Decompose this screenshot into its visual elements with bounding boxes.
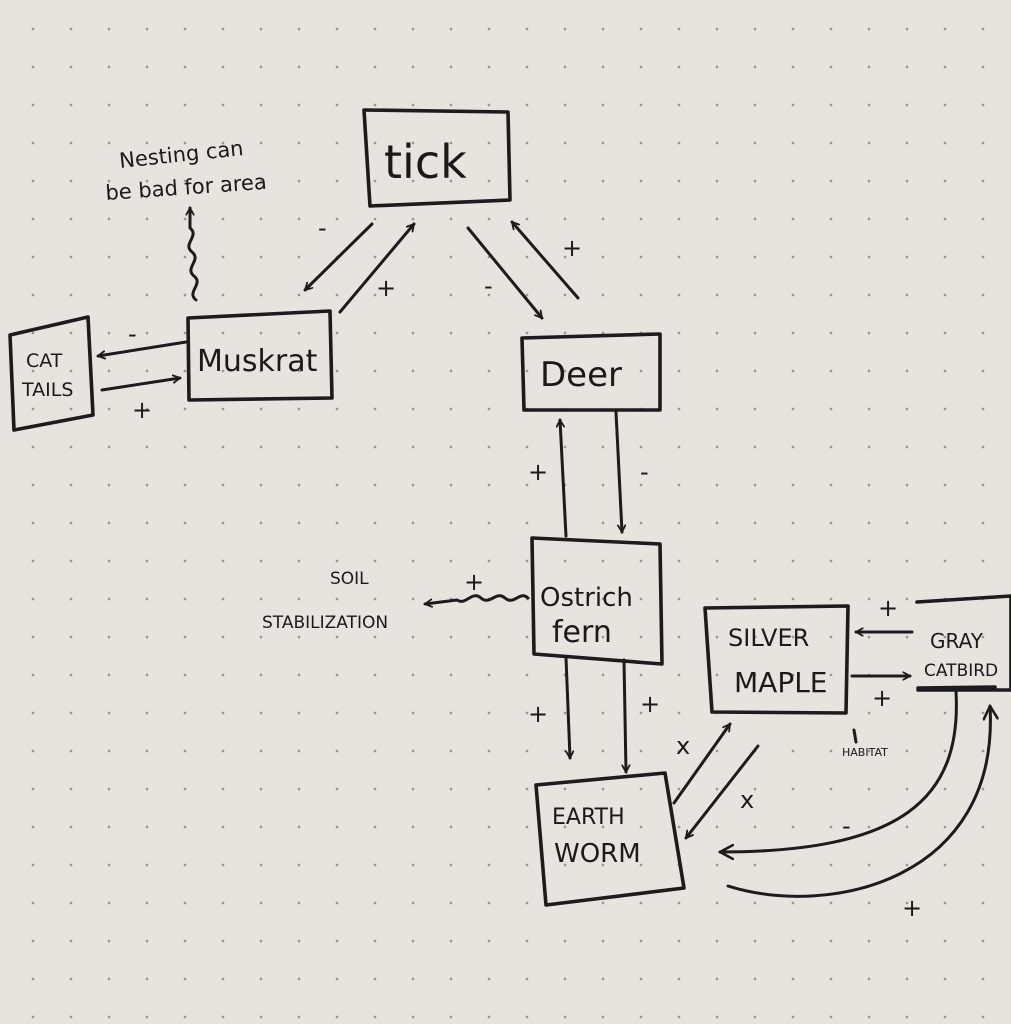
annotation-soil-line-1: SOIL <box>330 569 369 589</box>
node-gray-catbird: GRAY CATBIRD <box>915 594 1011 692</box>
edge-fern-to-earthworm-2-sign: + <box>640 690 660 718</box>
edge-muskrat-to-tick <box>338 222 416 314</box>
annotation-nesting-line-2: be bad for area <box>105 170 268 205</box>
edge-deer-to-fern <box>614 410 622 534</box>
node-muskrat-box <box>186 309 334 402</box>
edge-fern-to-deer <box>560 418 568 538</box>
node-ostrich-fern: Ostrich fern <box>530 536 664 666</box>
edge-earthworm-to-catbird-sign: + <box>902 894 922 922</box>
edge-deer-to-tick-sign: + <box>562 234 582 262</box>
node-ostrich-fern-label-1: Ostrich <box>540 583 633 613</box>
edge-maple-to-earthworm <box>684 744 760 840</box>
edge-maple-to-earthworm-sign: x <box>740 786 754 814</box>
edge-tick-to-deer <box>466 226 544 320</box>
edge-maple-to-catbird-sign: + <box>872 684 892 712</box>
node-deer-box <box>520 332 662 412</box>
nesting-squiggle-arrow <box>189 206 199 302</box>
node-silver-maple-box <box>703 604 850 715</box>
node-cattails-label-2: TAILS <box>21 379 73 401</box>
node-gray-catbird-underline <box>916 685 997 690</box>
habitat-small-arrow <box>852 728 858 744</box>
node-silver-maple-label-1: SILVER <box>728 624 809 652</box>
edge-deer-to-fern-sign: - <box>640 458 649 486</box>
edge-fern-to-earthworm-1 <box>564 656 570 760</box>
edge-earthworm-to-catbird <box>726 704 990 898</box>
node-cattails-box <box>8 315 95 432</box>
node-gray-catbird-label-1: GRAY <box>930 629 984 653</box>
edge-deer-to-tick <box>510 220 580 300</box>
node-tick-label: tick <box>384 135 467 189</box>
edge-fern-to-earthworm-2 <box>624 658 626 774</box>
node-muskrat-label: Muskrat <box>197 344 318 379</box>
edge-fern-to-earthworm-1-sign: + <box>528 700 548 728</box>
edge-fern-to-deer-sign: + <box>528 458 548 486</box>
edge-tick-to-muskrat-sign: - <box>318 214 327 242</box>
node-gray-catbird-label-2: CATBIRD <box>924 661 998 681</box>
node-ostrich-fern-label-2: fern <box>552 615 612 650</box>
node-cattails: CAT TAILS <box>8 315 95 432</box>
node-gray-catbird-box <box>915 594 1011 692</box>
node-earthworm: EARTH WORM <box>534 771 686 907</box>
edge-earthworm-to-maple <box>672 722 732 805</box>
node-cattails-label-1: CAT <box>26 350 63 372</box>
edge-muskrat-to-cattails <box>96 340 188 356</box>
node-silver-maple: SILVER MAPLE <box>703 604 850 715</box>
edge-muskrat-to-tick-sign: + <box>376 274 396 302</box>
node-tick: tick <box>362 108 512 208</box>
edge-fern-to-soil-stabilization <box>423 594 530 604</box>
edge-fern-to-soil-sign: + <box>464 568 484 596</box>
edge-cattails-to-muskrat-sign: + <box>132 396 152 424</box>
node-earthworm-box <box>534 771 686 907</box>
edge-tick-to-muskrat <box>303 222 374 292</box>
node-deer-label: Deer <box>540 355 622 395</box>
edge-catbird-to-earthworm-sign: - <box>842 812 851 840</box>
edge-catbird-to-maple-sign: + <box>878 594 898 622</box>
annotation-soil-line-2: STABILIZATION <box>262 613 388 633</box>
node-silver-maple-label-2: MAPLE <box>734 666 828 699</box>
node-deer: Deer <box>520 332 662 412</box>
node-tick-box <box>362 108 512 208</box>
annotation-nesting-line-1: Nesting can <box>118 136 245 173</box>
edge-earthworm-to-maple-sign: x <box>676 732 690 760</box>
node-ostrich-fern-box <box>530 536 664 666</box>
node-earthworm-label-1: EARTH <box>552 805 625 830</box>
edge-tick-to-deer-sign: - <box>484 272 493 300</box>
annotation-habitat: HABITAT <box>842 746 888 759</box>
node-muskrat: Muskrat <box>186 309 334 402</box>
edge-muskrat-to-cattails-sign: - <box>128 320 137 348</box>
edge-catbird-to-earthworm <box>718 690 958 852</box>
edge-cattails-to-muskrat <box>100 378 182 392</box>
node-earthworm-label-2: WORM <box>554 839 641 869</box>
